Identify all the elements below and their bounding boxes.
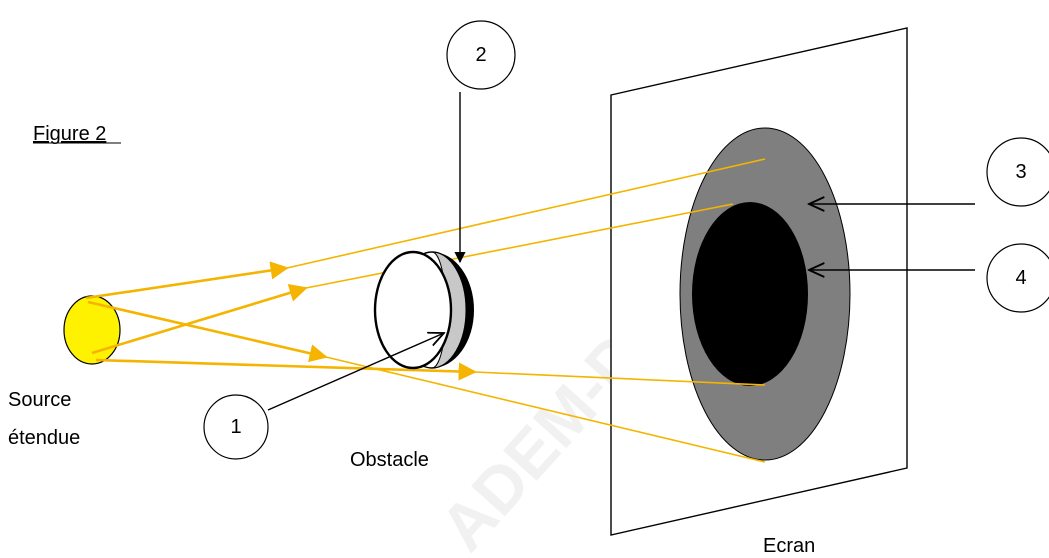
obstacle-disk [373,250,474,370]
screen-label: Ecran [763,535,815,557]
callout-1-number: 1 [230,416,241,438]
callout-4-circle [986,243,1049,313]
light-rays [85,158,766,463]
callout-4-number: 4 [1015,267,1026,289]
callout-2-circle [446,20,516,90]
umbra-zone [692,202,808,386]
figure-label: Figure 2 [33,123,106,145]
callout-2-number: 2 [475,44,486,66]
callout-1-arrow [267,333,444,411]
callout-3-circle [986,137,1049,207]
source-label-line2: étendue [8,427,80,449]
source-label-line1: Source [8,389,71,411]
callout-3-number: 3 [1015,161,1026,183]
obstacle-label: Obstacle [350,449,429,471]
callout-1-circle [203,394,269,460]
